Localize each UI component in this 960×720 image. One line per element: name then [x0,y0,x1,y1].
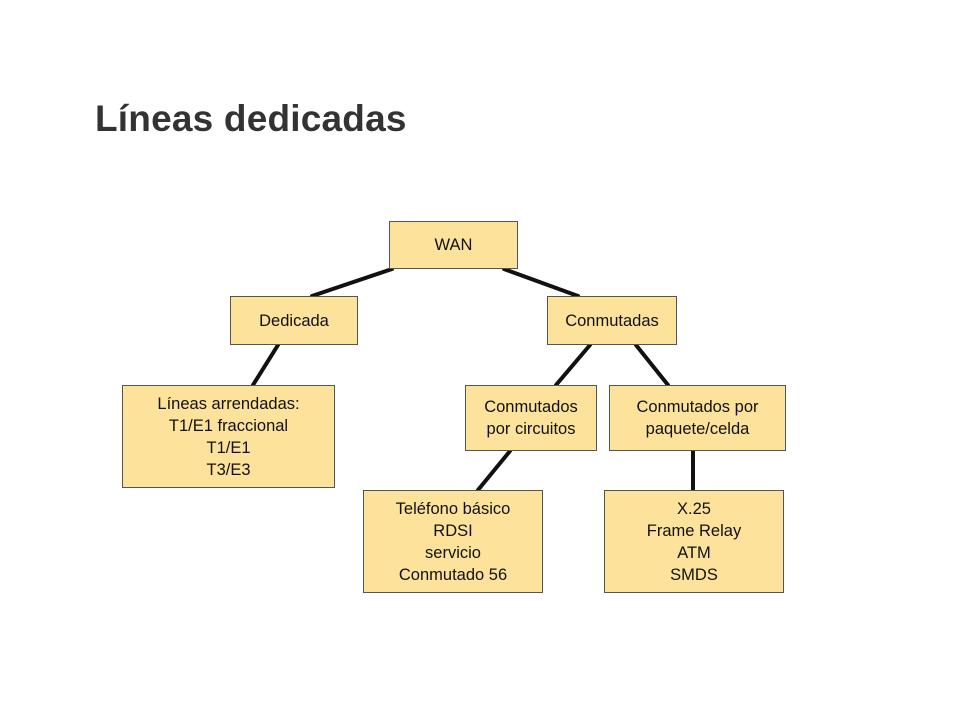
node-x25-line-4: SMDS [670,565,718,584]
connector-conmutadas-circuitos [554,343,592,387]
node-lineas-arrendadas-line-4: T3/E3 [206,460,251,479]
node-lineas-arrendadas: Líneas arrendadas: T1/E1 fraccional T1/E… [122,385,335,488]
connector-dedicada-lineas [251,343,280,387]
connector-conmutadas-paquete [634,343,670,387]
node-conmutados-paquete-line-2: paquete/celda [645,420,750,438]
node-telefono-line-3: servicio [425,543,481,562]
node-conmutados-paquete-line-1: Conmutados por [636,398,759,416]
node-lineas-arrendadas-line-1: Líneas arrendadas: [157,394,300,413]
node-conmutadas-line: Conmutadas [565,311,659,330]
node-conmutados-circuitos-line-2: por circuitos [486,420,576,438]
node-telefono-line-1: Teléfono básico [395,499,511,518]
node-lineas-arrendadas-line-3: T1/E1 [206,438,251,457]
node-x25-line-1: X.25 [677,499,711,518]
node-x25-line-2: Frame Relay [646,521,742,540]
node-conmutados-circuitos: Conmutados por circuitos [465,385,597,451]
node-conmutados-circuitos-line-1: Conmutados [484,398,578,416]
connector-wan-conmutadas [502,267,580,298]
node-x25: X.25 Frame Relay ATM SMDS [604,490,784,593]
node-telefono-line-4: Conmutado 56 [398,565,508,584]
node-dedicada-line: Dedicada [259,311,329,330]
node-wan-line: WAN [434,236,473,254]
node-wan: WAN [389,221,518,269]
node-dedicada: Dedicada [230,296,358,345]
connector-wan-dedicada [310,267,394,298]
node-conmutados-paquete: Conmutados por paquete/celda [609,385,786,451]
node-x25-line-3: ATM [677,543,711,562]
node-lineas-arrendadas-line-2: T1/E1 fraccional [168,416,289,435]
page-title: Líneas dedicadas [95,98,407,139]
node-conmutadas: Conmutadas [547,296,677,345]
node-telefono: Teléfono básico RDSI servicio Conmutado … [363,490,543,593]
node-telefono-line-2: RDSI [433,521,473,540]
connector-circuitos-telefono [476,449,512,492]
